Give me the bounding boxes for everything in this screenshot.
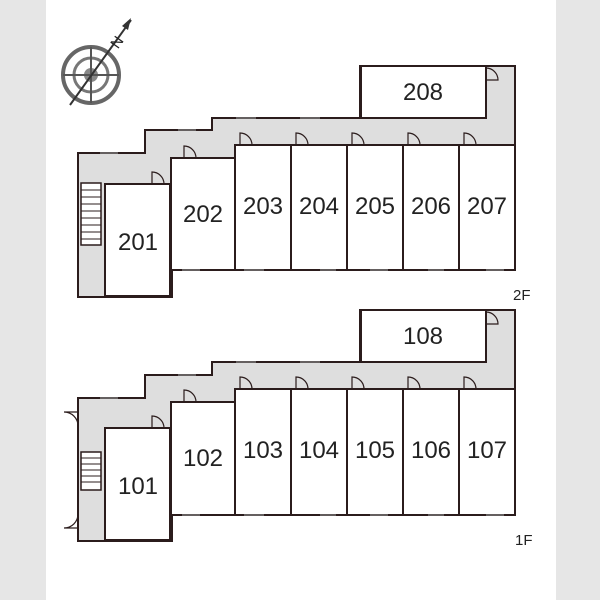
room-106-label: 106	[411, 437, 451, 464]
north-arrow-compass-icon: N	[61, 18, 132, 106]
room-107[interactable]	[458, 388, 516, 516]
room-108-label: 108	[403, 323, 443, 350]
room-104[interactable]	[290, 388, 348, 516]
floor-plan-2f: 201 202 203 204 205 206 207 208 2F	[77, 65, 531, 304]
room-206-label: 206	[411, 193, 451, 220]
room-104-label: 104	[299, 437, 339, 464]
room-203-label: 203	[243, 193, 283, 220]
door-swings-2f	[151, 67, 499, 185]
room-205[interactable]	[346, 144, 404, 271]
room-101-label: 101	[118, 473, 158, 500]
staircase-1f	[80, 451, 102, 491]
floor-label-1f: 1F	[515, 532, 533, 549]
right-margin	[556, 0, 600, 600]
room-208-label: 208	[403, 79, 443, 106]
staircase-2f	[80, 182, 102, 246]
room-103[interactable]	[234, 388, 292, 516]
room-203[interactable]	[234, 144, 292, 271]
room-202[interactable]	[170, 157, 236, 271]
room-107-label: 107	[467, 437, 507, 464]
room-103-label: 103	[243, 437, 283, 464]
room-102[interactable]	[170, 401, 236, 516]
windows-2f	[100, 117, 504, 271]
room-201-label: 201	[118, 229, 158, 256]
room-102-label: 102	[183, 445, 223, 472]
door-swings-1f	[63, 311, 499, 529]
windows-1f	[100, 361, 504, 516]
room-106[interactable]	[402, 388, 460, 516]
floor-plan-1f: 101 102 103 104 105 106 107 108 1F	[63, 309, 533, 549]
room-202-label: 202	[183, 201, 223, 228]
room-105[interactable]	[346, 388, 404, 516]
room-208[interactable]	[360, 65, 487, 119]
left-margin	[0, 0, 46, 600]
room-108[interactable]	[360, 309, 487, 363]
room-207[interactable]	[458, 144, 516, 271]
room-207-label: 207	[467, 193, 507, 220]
room-205-label: 205	[355, 193, 395, 220]
floor-label-2f: 2F	[513, 287, 531, 304]
room-204-label: 204	[299, 193, 339, 220]
room-105-label: 105	[355, 437, 395, 464]
room-201[interactable]	[104, 183, 171, 297]
